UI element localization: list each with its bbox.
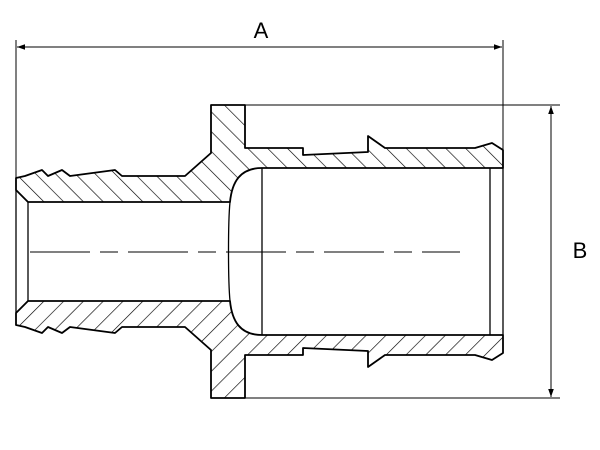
dimension-a: A — [15, 18, 504, 178]
dimension-b: B — [245, 104, 588, 399]
lower-wall-section — [15, 300, 504, 399]
upper-wall-section — [15, 104, 504, 203]
dimension-a-label: A — [254, 18, 269, 43]
dimension-b-label: B — [573, 238, 588, 263]
